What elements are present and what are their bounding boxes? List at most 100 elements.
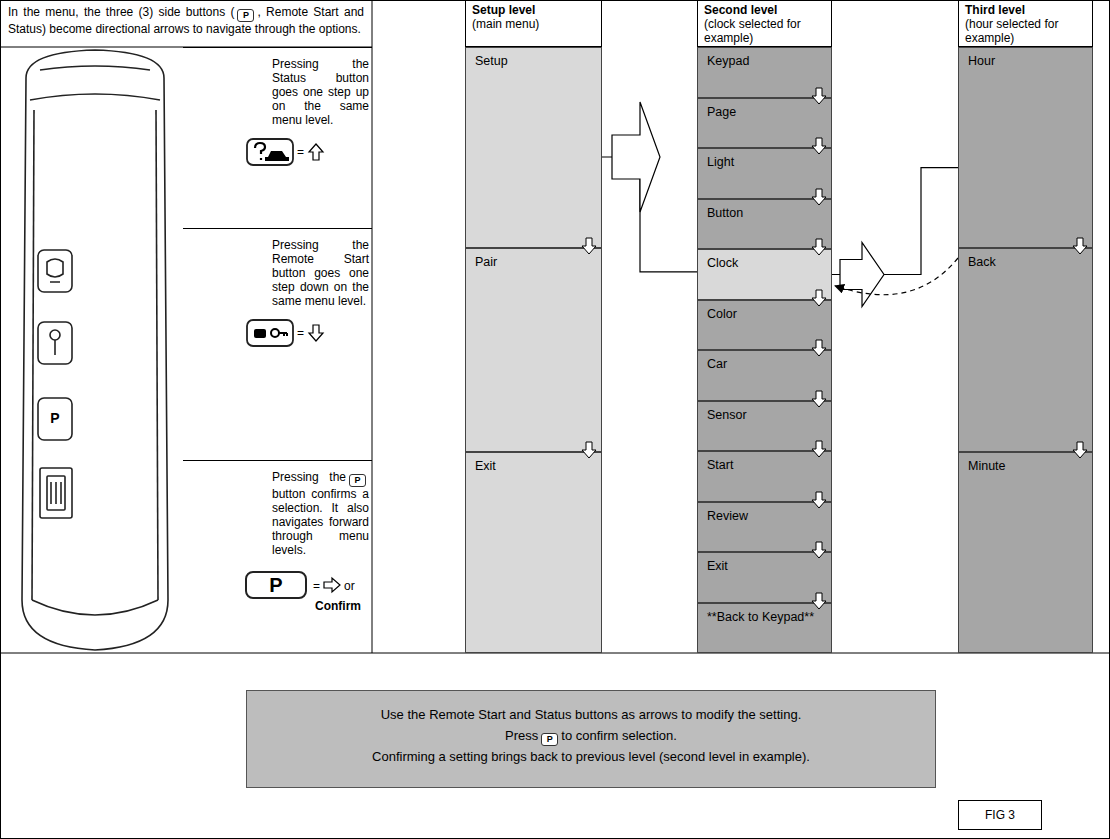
button-letter: P (547, 734, 553, 744)
key-shape (279, 333, 287, 336)
usb-pin (55, 482, 57, 504)
menu-item: Button (697, 199, 832, 249)
confirm-word: Confirm (315, 599, 361, 613)
remote-body (22, 50, 168, 650)
next-item-arrow (812, 542, 826, 558)
instruction-line: Use the Remote Start and Status buttons … (247, 704, 935, 725)
status-button (38, 250, 72, 292)
divider (372, 0, 373, 653)
node-text: Exit (707, 559, 728, 573)
remote-start-button (38, 322, 72, 364)
direction-arrow (309, 144, 323, 160)
node-text: Use the Remote Start and Status buttons … (381, 707, 802, 722)
node-text: button confirms a selection. It also nav… (272, 487, 369, 557)
status-button-icon (246, 138, 294, 166)
node-text: Pressing the Remote Start button goes on… (272, 238, 369, 308)
next-item-arrow (812, 391, 826, 407)
node-text: to confirm selection. (561, 728, 677, 743)
direction-arrow (307, 324, 325, 342)
description-text: Pressing the Pbutton confirms a selection… (272, 470, 369, 557)
menu-item: Exit (465, 452, 602, 653)
node-text: Back (968, 255, 996, 269)
node-text: In the menu, the three (3) side buttons … (8, 5, 234, 19)
next-item-arrow (812, 138, 826, 154)
next-item-arrow (812, 492, 826, 508)
menu-item: **Back to Keypad** (697, 603, 832, 653)
menu-item: Hour (958, 47, 1093, 248)
node-text: Review (707, 509, 748, 523)
node-text: Car (707, 357, 727, 371)
node-text: Exit (475, 459, 496, 473)
menu-item: Keypad (697, 47, 832, 98)
node-text: (hour selected for example) (965, 17, 1086, 45)
node-text: Pressing the (272, 470, 346, 484)
start-button-icon (246, 319, 294, 347)
next-item-arrow (812, 239, 826, 255)
direction-arrow (323, 576, 341, 594)
note-text: In the menu, the three (3) side buttons … (8, 5, 364, 36)
button-outline (247, 320, 293, 346)
next-item-arrow (812, 290, 826, 306)
node-text: (main menu) (472, 17, 595, 31)
node-text: Setup level (472, 3, 595, 17)
key-pictogram (54, 340, 56, 355)
node-text: **Back to Keypad** (707, 610, 814, 624)
instruction-line: PressPto confirm selection. (247, 725, 935, 746)
usb-pin (60, 482, 62, 504)
connector (832, 168, 958, 307)
connector (602, 102, 697, 272)
instruction-line: Confirming a setting brings back to prev… (247, 746, 935, 767)
intro-note: In the menu, the three (3) side buttons … (0, 0, 372, 47)
button-description: Pressing thePbutton confirms a selection… (183, 460, 372, 653)
node-text: Light (707, 155, 734, 169)
status-pictogram (47, 259, 63, 282)
menu-item: Exit (697, 552, 832, 603)
menu-item: Clock (697, 249, 832, 300)
button-outline (247, 139, 293, 165)
p-button (38, 398, 72, 440)
node-text: Keypad (707, 54, 749, 68)
node-text: FIG 3 (985, 808, 1015, 822)
next-item-arrow (812, 441, 826, 457)
description-text: Pressing the Remote Start button goes on… (272, 238, 369, 308)
node-text: Pressing the Status button goes one step… (272, 57, 369, 127)
node-text: Color (707, 307, 737, 321)
next-item-arrow (582, 442, 596, 458)
column-header: Second level(clock selected for example) (697, 0, 832, 47)
equals-sign: = (313, 579, 320, 593)
node-text: Confirming a setting brings back to prev… (372, 749, 810, 764)
button-letter: P (269, 574, 282, 596)
node-text: Start (707, 458, 733, 472)
remote-cap-line (30, 94, 160, 100)
menu-item: Setup (465, 47, 602, 248)
menu-item: Review (697, 502, 832, 552)
node-text: Page (707, 105, 736, 119)
car-shape (254, 329, 266, 338)
node-text: Second level (704, 3, 825, 17)
column-header: Third level(hour selected for example) (958, 0, 1093, 47)
menu-item: Sensor (697, 401, 832, 451)
next-item-arrow (1073, 442, 1087, 458)
next-item-arrow (582, 238, 596, 254)
menu-item: Page (697, 98, 832, 148)
button-letter: P (354, 475, 360, 485)
connector (835, 258, 958, 295)
next-item-arrow (812, 593, 826, 609)
p-button-icon: P (541, 733, 558, 746)
column-header: Setup level(main menu) (465, 0, 602, 47)
node-text: Hour (968, 54, 995, 68)
connector-line (832, 168, 958, 275)
next-item-arrow (812, 88, 826, 104)
node-text: Clock (707, 256, 738, 270)
question-mark (255, 143, 265, 160)
menu-item: Car (697, 350, 832, 401)
menu-item: Light (697, 148, 832, 199)
remote-cap-line (40, 66, 150, 70)
usb-port-inner (47, 476, 65, 510)
or-word: or (344, 579, 355, 593)
button-letter: P (48, 410, 62, 426)
node-text: Setup (475, 54, 508, 68)
